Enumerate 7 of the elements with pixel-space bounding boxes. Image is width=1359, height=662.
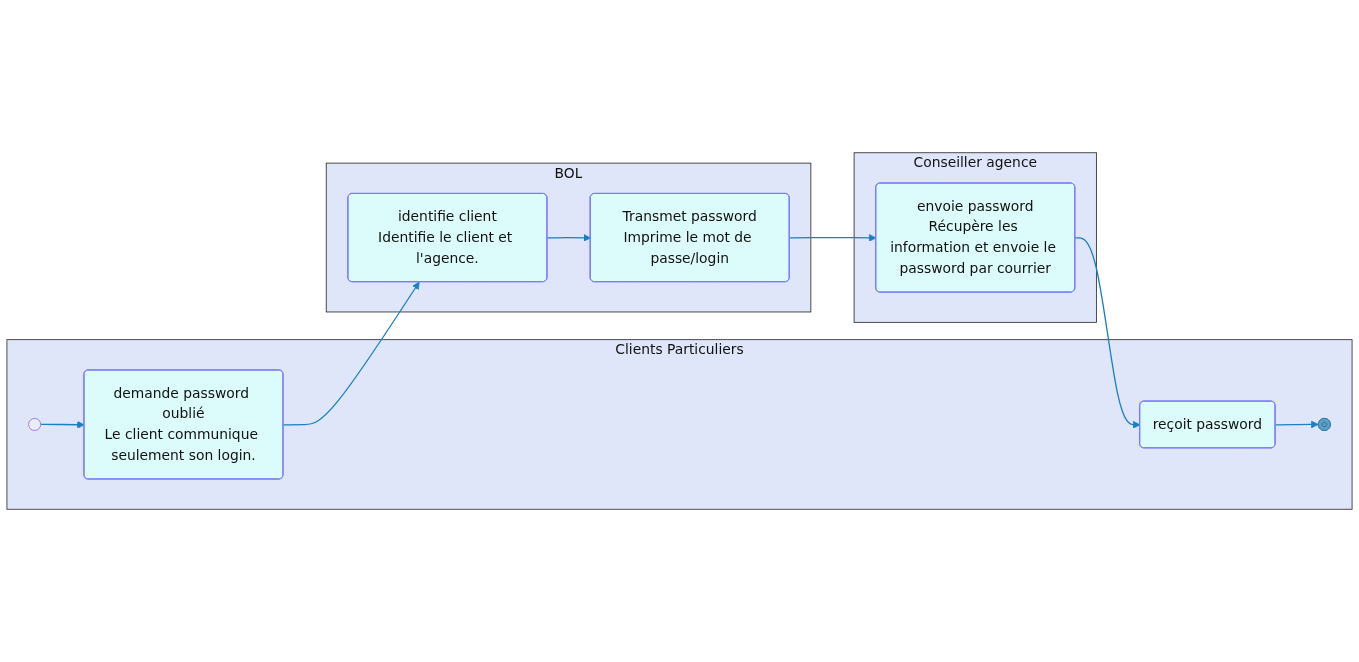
arrow <box>1074 237 1141 429</box>
arrow <box>546 234 591 242</box>
arrow <box>789 234 877 242</box>
node-circle <box>28 417 42 431</box>
arrow <box>282 281 420 426</box>
arrow <box>1274 420 1319 429</box>
arrow <box>40 420 85 429</box>
